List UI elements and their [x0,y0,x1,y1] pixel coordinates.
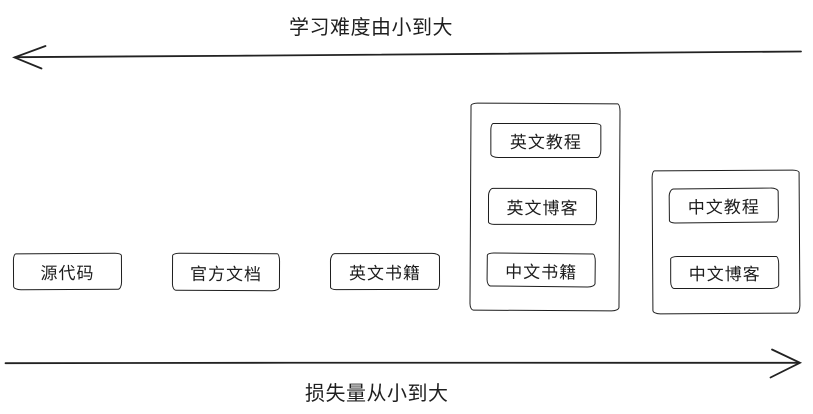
node-source-code-label: 源代码 [40,263,95,285]
node-english-books-label: 英文书籍 [348,263,422,285]
node-chinese-tutorial: 中文教程 [668,187,779,224]
node-english-books: 英文书籍 [329,252,441,291]
node-official-docs: 官方文档 [171,252,281,292]
node-official-docs-label: 官方文档 [189,264,263,285]
left-arrowhead-icon [12,45,47,70]
loss-arrow-right [4,348,803,379]
node-chinese-blog: 中文博客 [670,255,780,290]
node-chinese-blog-label: 中文博客 [688,264,761,286]
group-english-resources: 英文教程 英文博客 中文书籍 [469,102,621,312]
node-english-tutorial-label: 英文教程 [509,132,582,154]
node-chinese-books: 中文书籍 [486,252,596,288]
node-chinese-tutorial-label: 中文教程 [687,197,760,219]
node-chinese-books-label: 中文书籍 [505,262,578,283]
group-chinese-resources: 中文教程 中文博客 [651,169,801,315]
node-english-blog: 英文博客 [487,187,598,226]
node-source-code: 源代码 [12,252,123,291]
top-axis-label: 学习难度由小到大 [289,15,453,39]
node-english-tutorial: 英文教程 [490,122,602,159]
node-english-blog-label: 英文博客 [506,198,579,220]
bottom-axis-label: 损失量从小到大 [305,381,449,405]
difficulty-arrow-left [12,45,802,70]
right-arrowhead-icon [769,348,803,379]
